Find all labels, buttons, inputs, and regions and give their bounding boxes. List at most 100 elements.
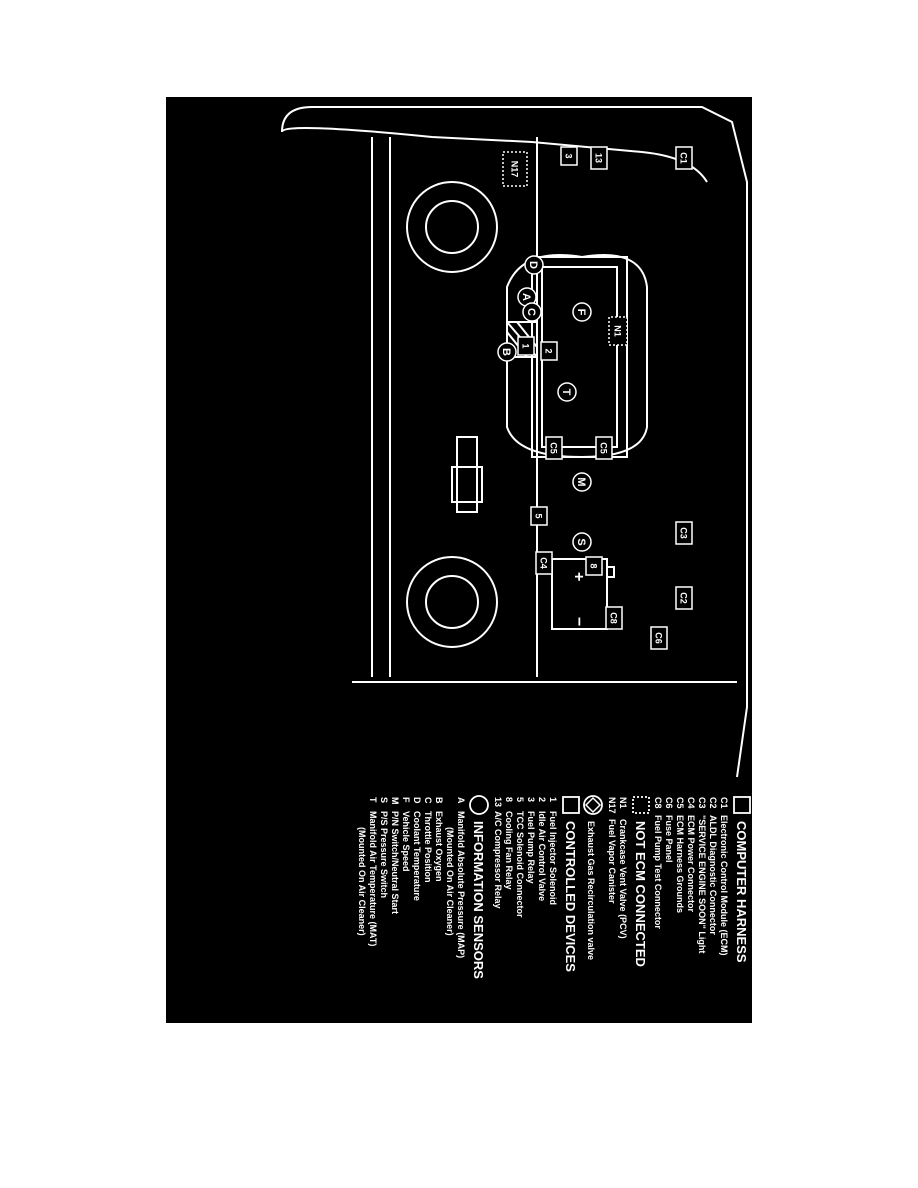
marker-relay-2: 2	[540, 341, 558, 361]
marker-relay-5-label: 5	[534, 513, 544, 518]
legend-item-label: Crankcase Vent Valve (PCV)	[618, 819, 628, 939]
marker-sensor-m-label: M	[575, 477, 587, 486]
marker-c4-label: C4	[539, 557, 549, 569]
legend-item-code: B	[434, 797, 444, 804]
marker-sensor-d-label: D	[527, 261, 539, 269]
marker-c8: C8	[605, 606, 623, 630]
battery-plus-label: +	[570, 572, 587, 581]
legend-item-label: Fuel Injector Solenoid	[548, 811, 558, 905]
marker-c5a-label: C5	[549, 442, 559, 454]
marker-c8-label: C8	[609, 612, 619, 624]
legend-item-code: C3	[697, 797, 707, 809]
legend-item-code: C2	[708, 797, 718, 809]
legend-item-code: 2	[537, 797, 547, 802]
marker-c2-label: C2	[679, 592, 689, 604]
legend-item-code: N1	[618, 797, 628, 809]
legend-item-code: 3	[526, 797, 536, 802]
marker-c5a: C5	[545, 436, 563, 460]
legend-computer-harness-icon	[733, 796, 751, 814]
legend-item-code: 5	[515, 797, 525, 802]
marker-sensor-c: C	[522, 302, 542, 322]
marker-n17-label: N17	[510, 161, 520, 178]
marker-n1: N1	[608, 316, 628, 346]
distributor	[451, 436, 483, 513]
legend-egr-label: Exhaust Gas Recirculation valve	[586, 821, 596, 960]
legend-item-label: P/S Pressure Switch	[379, 811, 389, 898]
legend-item-label: A/C Compressor Relay	[493, 811, 503, 909]
marker-sensor-b: B	[497, 342, 517, 362]
legend-item-code: S	[379, 797, 389, 803]
marker-sensor-s: S	[572, 532, 592, 552]
marker-sensor-s-label: S	[575, 538, 587, 545]
marker-c3: C3	[675, 521, 693, 545]
legend-item-label: ALDL Diagnostic Connector	[708, 815, 718, 935]
legend-computer-harness-title: COMPUTER HARNESS	[734, 821, 749, 963]
legend-item-label: Fuse Panel	[664, 815, 674, 863]
legend-item-label: "SERVICE ENGINE SOON" Light	[697, 815, 707, 953]
marker-sensor-c-label: C	[525, 308, 537, 316]
marker-c4: C4	[535, 551, 553, 575]
marker-relay-1: 1	[517, 336, 535, 356]
legend-item-label: Throttle Position	[423, 811, 433, 883]
legend-item-label: Electronic Control Module (ECM)	[719, 815, 729, 956]
marker-sensor-t: T	[557, 382, 577, 402]
legend-not-ecm-icon	[632, 796, 650, 814]
marker-sensor-b-label: B	[500, 348, 512, 356]
marker-c1: C1	[675, 146, 693, 170]
marker-n17: N17	[502, 151, 528, 187]
legend-item-label: Fuel Pump Relay	[526, 811, 536, 884]
legend-item-code: M	[390, 797, 400, 805]
legend-item-label: Fuel Pump Test Connector	[653, 815, 663, 929]
legend-item-code: C5	[675, 797, 685, 809]
marker-relay-8: 8	[585, 556, 603, 576]
marker-sensor-t-label: T	[560, 389, 572, 396]
legend-item-label: Fuel Vapor Canister	[607, 819, 617, 904]
legend-item-code: 1	[548, 797, 558, 802]
legend-item-label: TCC Solenoid Connector	[515, 811, 525, 918]
marker-relay-5: 5	[530, 506, 548, 526]
legend-information-sensors-icon	[469, 795, 489, 815]
legend-item-code: T	[368, 797, 378, 803]
marker-sensor-a-label: A	[520, 293, 532, 301]
legend-item-code: D	[412, 797, 422, 804]
marker-relay-2-label: 2	[544, 348, 554, 353]
legend-item-code: C6	[664, 797, 674, 809]
marker-relay-1-label: 1	[521, 343, 531, 348]
wheel-rear	[406, 556, 498, 648]
marker-c1-label: C1	[679, 152, 689, 164]
marker-c5b: C5	[595, 436, 613, 460]
marker-c6-label: C6	[654, 632, 664, 644]
marker-c5b-label: C5	[599, 442, 609, 454]
marker-relay-3-label: 3	[564, 153, 574, 158]
battery-minus-label: −	[570, 617, 587, 626]
marker-relay-13-label: 13	[594, 153, 604, 163]
marker-c6: C6	[650, 626, 668, 650]
legend-item-code: A	[456, 797, 466, 804]
legend-information-sensors-title: INFORMATION SENSORS	[471, 821, 486, 979]
legend-item-label: P/N Switch/Neutral Start	[390, 811, 400, 914]
legend-item-code: C4	[686, 797, 696, 809]
legend-item-label: Idle Air Control Valve	[537, 811, 547, 901]
marker-relay-13: 13	[590, 146, 608, 170]
marker-sensor-d: D	[524, 255, 544, 275]
legend-item-label: Coolant Temperature	[412, 811, 422, 901]
legend-item-label: Exhaust Oxygen	[434, 811, 444, 882]
legend-item-code: C8	[653, 797, 663, 809]
legend-item-code: C1	[719, 797, 729, 809]
legend-item-label: Manifold Air Temperature (MAT)	[368, 811, 378, 946]
marker-relay-8-label: 8	[589, 563, 599, 568]
legend-controlled-devices-title: CONTROLLED DEVICES	[563, 821, 578, 972]
legend-item-label: Vehicle Speed	[401, 811, 411, 872]
legend-item-label: Manifold Absolute Pressure (MAP)	[456, 811, 466, 958]
marker-sensor-f-label: F	[575, 309, 587, 316]
legend-item-code: F	[401, 797, 411, 803]
marker-c3-label: C3	[679, 527, 689, 539]
legend-item-code: N17	[607, 797, 617, 814]
legend-item-code: 8	[504, 797, 514, 802]
marker-c2: C2	[675, 586, 693, 610]
vehicle-outline	[281, 106, 748, 778]
legend-item-code: C	[423, 797, 433, 804]
